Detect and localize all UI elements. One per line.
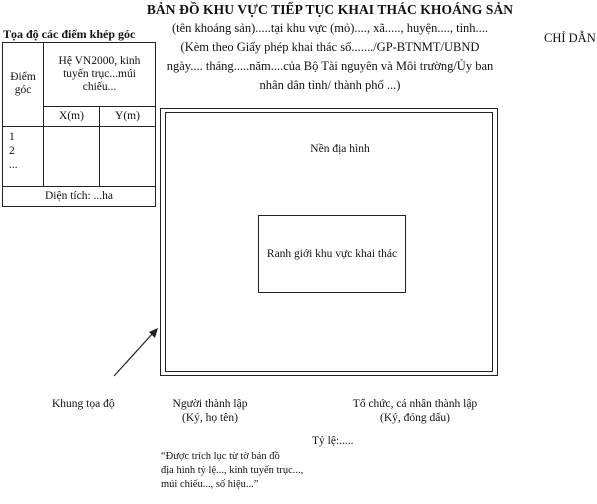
excerpt-line-2: địa hình tỷ lệ..., kinh tuyến trục..., xyxy=(161,465,304,476)
mining-boundary-box xyxy=(258,215,406,293)
col-header-system: Hệ VN2000, kinh tuyến trục...múi chiếu..… xyxy=(43,41,156,108)
legend-heading: CHỈ DẪN xyxy=(544,31,596,45)
col-header-point: Điểm góc xyxy=(2,42,44,127)
system-line-1: Hệ VN2000, kinh xyxy=(58,55,141,68)
frame-label: Khung tọa độ xyxy=(52,398,115,410)
system-line-2: tuyến trục...múi xyxy=(63,68,136,81)
x-values-cell xyxy=(43,125,100,187)
col-header-point-label: Điểm góc xyxy=(10,71,36,97)
coord-table-caption: Tọa độ các điểm khép góc xyxy=(3,27,136,41)
area-cell: Diện tích: ...ha xyxy=(2,185,156,208)
subtitle-issuer: nhân dân tỉnh/ thành phố ...) xyxy=(259,78,401,92)
subtitle-license-number: (Kèm theo Giấy phép khai thác số......./… xyxy=(180,40,480,54)
excerpt-line-3: múi chiếu..., số hiệu...” xyxy=(161,479,259,490)
creator-title: Người thành lập xyxy=(172,398,248,410)
org-note: (Ký, đóng dấu) xyxy=(380,412,450,424)
org-title: Tổ chức, cá nhân thành lập xyxy=(352,398,478,410)
coordinate-frame-outer xyxy=(160,108,498,376)
table-row: 1 xyxy=(9,130,15,143)
system-line-3: chiếu... xyxy=(82,81,117,94)
topo-base-label: Nền địa hình xyxy=(310,143,370,155)
arrow-icon xyxy=(113,328,158,377)
coordinate-frame-inner xyxy=(165,112,493,372)
coordinate-table: Điểm góc Hệ VN2000, kinh tuyến trục...mú… xyxy=(2,41,157,208)
creator-note: (Ký, họ tên) xyxy=(182,412,238,424)
table-row: 2 xyxy=(9,144,15,157)
y-values-cell xyxy=(98,125,157,187)
map-title: BẢN ĐỒ KHU VỰC TIẾP TỤC KHAI THÁC KHOÁNG… xyxy=(146,2,514,17)
col-header-y: Y(m) xyxy=(98,106,157,127)
scale-label: Tỷ lệ:..... xyxy=(312,435,354,447)
point-list: 1 2 ... xyxy=(2,125,44,187)
mining-boundary-label: Ranh giới khu vực khai thác xyxy=(266,248,398,260)
subtitle-mineral-location: (tên khoáng sản).....tại khu vực (mỏ)...… xyxy=(171,21,489,35)
table-row: ... xyxy=(9,158,18,171)
excerpt-line-1: “Được trích lục từ tờ bản đồ xyxy=(161,451,280,462)
col-header-x: X(m) xyxy=(43,106,100,127)
subtitle-license-date: ngày.... tháng.....năm....của Bộ Tài ngu… xyxy=(166,59,494,73)
